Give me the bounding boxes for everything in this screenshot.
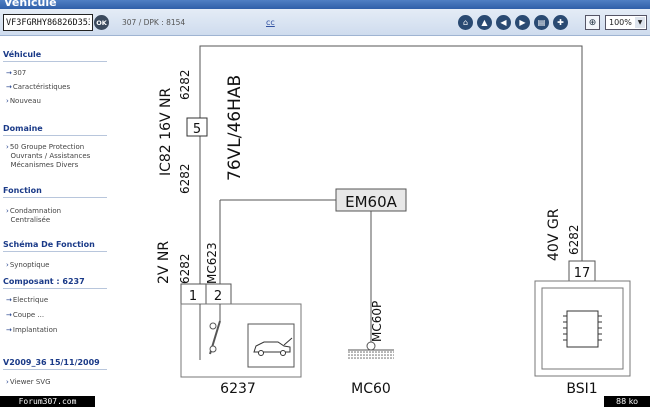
toolbar: OK 307 / DPK : 8154 cc ⌂ ▲ ◀ ▶ ▤ ✚ ⊕ 100…: [0, 9, 650, 36]
switch-icon: [199, 304, 221, 360]
cc-link[interactable]: cc: [266, 18, 275, 27]
sidebar-item-307[interactable]: →307: [6, 69, 27, 77]
vin-input[interactable]: [3, 14, 93, 31]
component-bsi-label: BSI1: [566, 381, 597, 396]
arrow-icon: ›: [6, 143, 9, 151]
print-icon[interactable]: ▤: [534, 15, 549, 30]
add-icon[interactable]: ✚: [553, 15, 568, 30]
window-title: Véhicule: [4, 0, 57, 9]
up-icon[interactable]: ▲: [477, 15, 492, 30]
arrow-icon: ›: [6, 378, 9, 386]
sidebar-item-electric[interactable]: →Electrique: [6, 296, 49, 304]
ground-symbol: [348, 341, 394, 360]
nav-icons: ⌂ ▲ ◀ ▶ ▤ ✚: [458, 15, 568, 30]
divider: [3, 288, 107, 289]
pin-17: 17: [574, 266, 591, 281]
divider: [3, 251, 107, 252]
zoom-icon[interactable]: ⊕: [585, 15, 600, 30]
zoom-select[interactable]: 100% ▼: [605, 15, 647, 30]
sidebar-title-function: Fonction: [3, 186, 42, 195]
wire-main: [199, 45, 583, 261]
sidebar-item-function[interactable]: ›Condamnation Centralisée: [6, 207, 62, 224]
arrow-icon: →: [6, 311, 12, 319]
sidebar-item-implantation[interactable]: →Implantation: [6, 326, 58, 334]
car-box: [247, 323, 295, 368]
chip-icon: [563, 310, 602, 348]
connector-top-ref: 6282: [178, 69, 192, 100]
vehicle-info: 307 / DPK : 8154: [122, 18, 186, 27]
divider: [3, 369, 107, 370]
vin-ok-button[interactable]: OK: [94, 15, 109, 30]
connector-top-ref2: 6282: [178, 163, 192, 194]
junction-label: EM60A: [345, 193, 398, 211]
car-trunk-icon: [253, 337, 293, 356]
arrow-icon: →: [6, 83, 12, 91]
divider: [3, 197, 107, 198]
sidebar-title-domain: Domaine: [3, 124, 43, 133]
sidebar-title-component: Composant : 6237: [3, 277, 85, 286]
connector-top-label: IC82 16V NR: [158, 88, 174, 176]
arrow-icon: ›: [6, 207, 9, 215]
zoom-value: 100%: [609, 18, 632, 27]
pin-5: 5: [193, 122, 201, 137]
sidebar-item-synoptic[interactable]: ›Synoptique: [6, 261, 50, 269]
left-connector-ref: 6282: [178, 253, 192, 284]
sidebar-item-domain[interactable]: ›50 Groupe Protection Ouvrants / Assista…: [6, 143, 91, 169]
component-6237-label: 6237: [220, 381, 256, 396]
wiring-diagram: 5 76VL/46HAB IC82 16V NR 6282 6282 MC623…: [156, 45, 631, 396]
sidebar-title-vehicle: Véhicule: [3, 50, 42, 59]
home-icon[interactable]: ⌂: [458, 15, 473, 30]
footer-size: 88 ko: [604, 396, 650, 407]
chevron-down-icon: ▼: [635, 17, 645, 28]
sidebar-item-characteristics[interactable]: →Caractéristiques: [6, 83, 71, 91]
arrow-icon: →: [6, 296, 12, 304]
arrow-icon: →: [6, 69, 12, 77]
sidebar-item-new[interactable]: ›Nouveau: [6, 97, 41, 105]
sidebar-item-cut[interactable]: →Coupe ...: [6, 311, 45, 319]
pin-1: 1: [189, 289, 197, 304]
back-icon[interactable]: ◀: [496, 15, 511, 30]
forward-icon[interactable]: ▶: [515, 15, 530, 30]
sidebar: Véhicule →307 →Caractéristiques ›Nouveau…: [0, 36, 150, 396]
divider: [3, 135, 107, 136]
sidebar-title-schema: Schéma De Fonction: [3, 240, 95, 249]
right-connector-label: 40V GR: [546, 208, 562, 261]
pin-2: 2: [214, 289, 222, 304]
wire-mc-label: MC623: [205, 242, 219, 284]
divider: [3, 61, 107, 62]
arrow-icon: →: [6, 326, 12, 334]
arrow-icon: ›: [6, 261, 9, 269]
wire-main-label: 76VL/46HAB: [225, 75, 245, 181]
left-connector-label: 2V NR: [156, 241, 172, 284]
pin-5-box: [186, 117, 208, 137]
title-bar: Véhicule: [0, 0, 650, 9]
right-connector-ref: 6282: [567, 224, 581, 255]
arrow-icon: ›: [6, 97, 9, 105]
footer-site: Forum307.com: [0, 396, 95, 407]
ground-label: MC60P: [370, 301, 384, 342]
junction-box: [335, 188, 407, 212]
component-mc60-label: MC60: [351, 381, 391, 396]
sidebar-title-version: V2009_36 15/11/2009: [3, 358, 100, 367]
sidebar-item-viewer[interactable]: ›Viewer SVG: [6, 378, 51, 386]
